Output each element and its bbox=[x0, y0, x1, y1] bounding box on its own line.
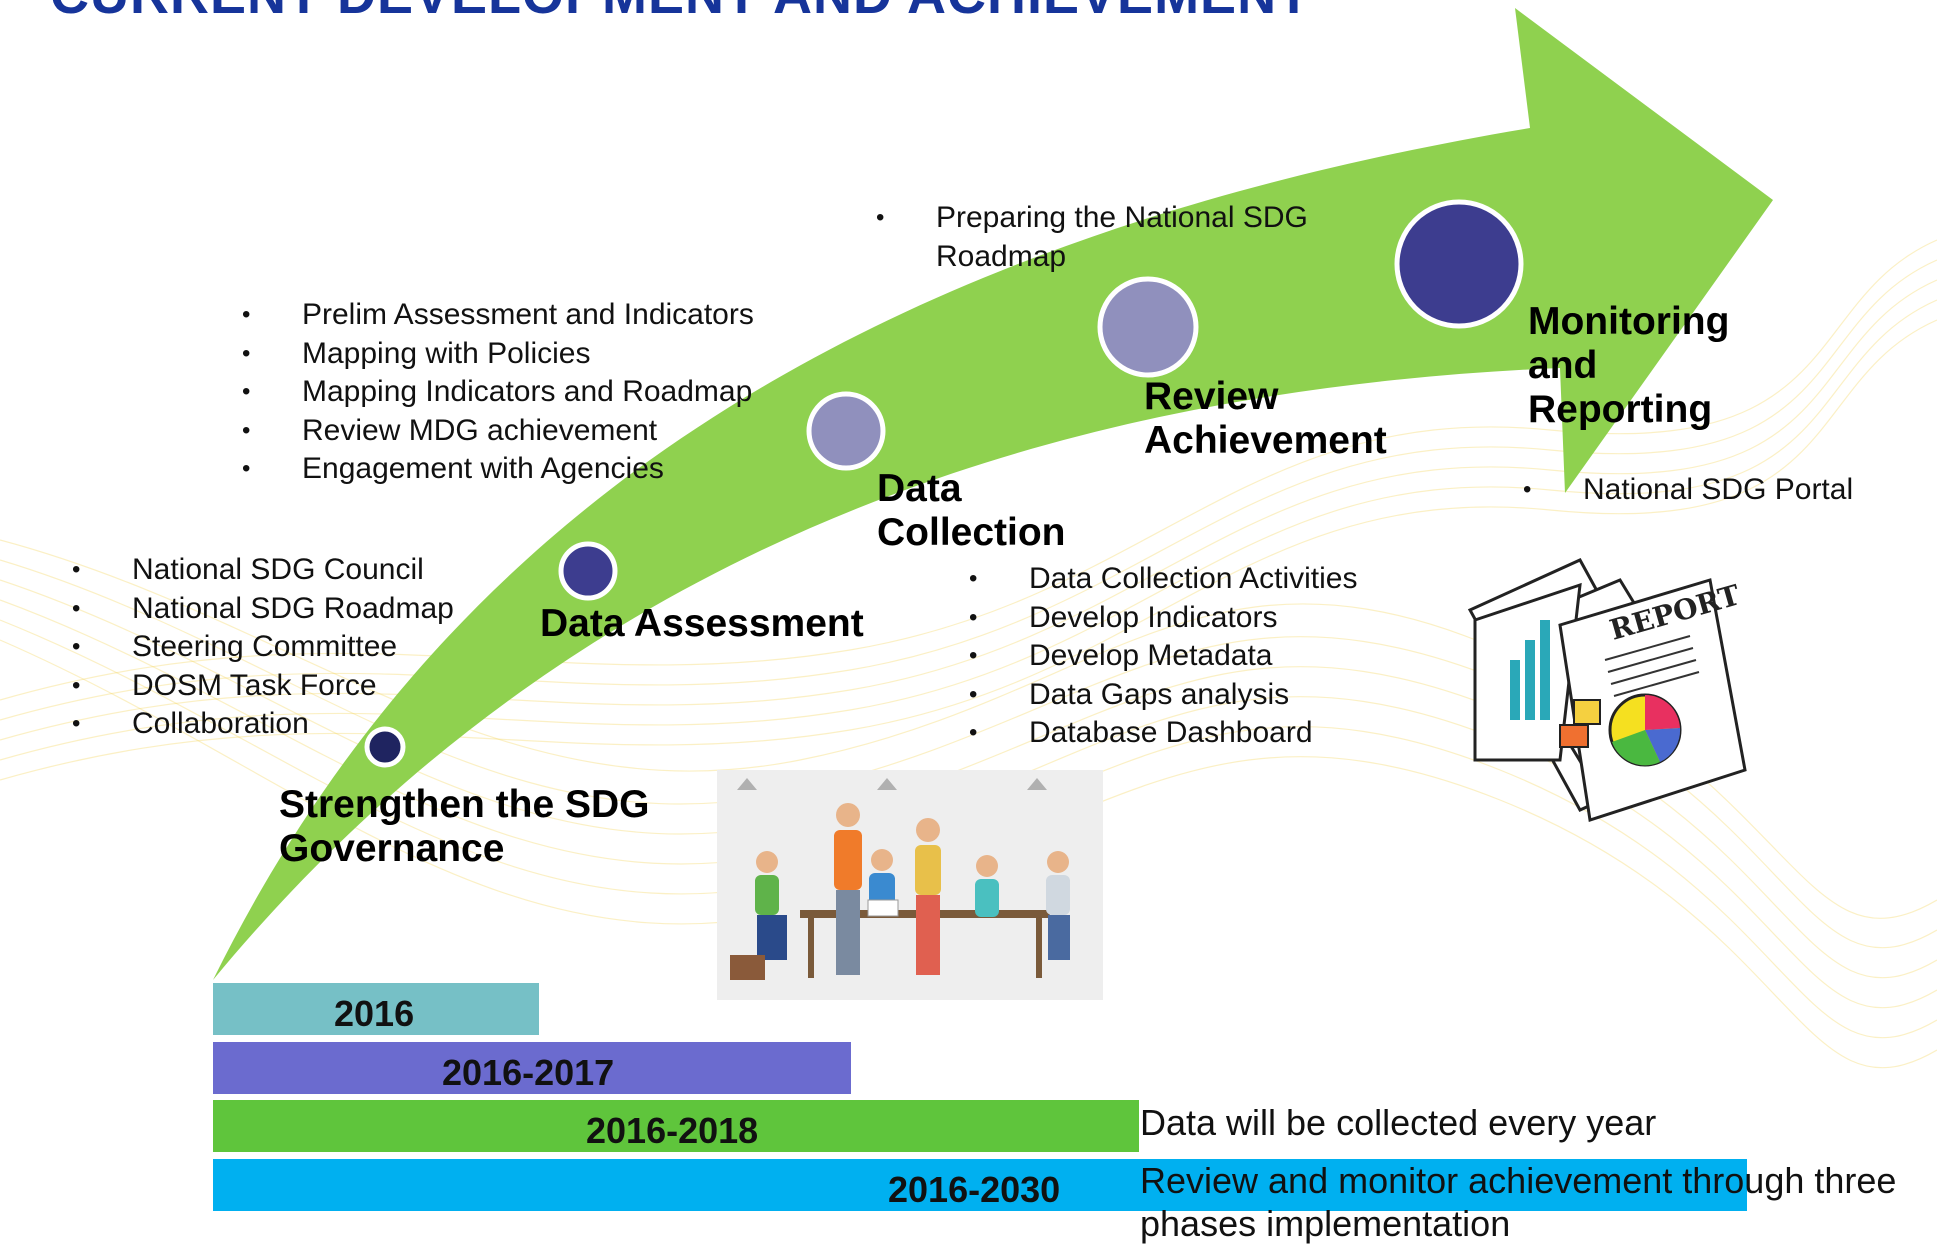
bullet-item: Database Dashboard bbox=[969, 714, 1357, 753]
bullet-item: Engagement with Agencies bbox=[242, 450, 754, 489]
report-illustration bbox=[1467, 558, 1747, 822]
stage-4-bullets: Preparing the National SDG Roadmap bbox=[876, 199, 1308, 276]
bullet-item: Prelim Assessment and Indicators bbox=[242, 296, 754, 335]
bullet-item: National SDG Council bbox=[72, 551, 454, 590]
report-lines bbox=[1604, 635, 1700, 697]
bullet-item: Mapping Indicators and Roadmap bbox=[242, 373, 754, 412]
stage-3-bullets: Data Collection Activities Develop Indic… bbox=[969, 560, 1357, 753]
timeline-bar-2016-2017: 2016-2017 bbox=[213, 1042, 851, 1094]
page-title: CURRENT DEVELOPMENT AND ACHIEVEMENT bbox=[50, 0, 1311, 26]
stage-marker-3 bbox=[806, 391, 886, 471]
bullet-item: National SDG Roadmap bbox=[72, 590, 454, 629]
stage-2-title: Data Assessment bbox=[540, 602, 864, 645]
bullet-item: Mapping with Policies bbox=[242, 335, 754, 374]
bullet-item: DOSM Task Force bbox=[72, 667, 454, 706]
bullet-item: National SDG Portal bbox=[1523, 471, 1853, 510]
stage-5-title: Monitoring and Reporting bbox=[1528, 300, 1730, 431]
progress-arrow bbox=[213, 8, 1773, 980]
stage-2-bullets: Prelim Assessment and Indicators Mapping… bbox=[242, 296, 754, 489]
bullet-item: Steering Committee bbox=[72, 628, 454, 667]
team-illustration bbox=[717, 770, 1103, 1000]
timeline-bar-2016-2018: 2016-2018 bbox=[213, 1100, 1139, 1152]
stage-marker-2 bbox=[558, 541, 618, 601]
bullet-item: Collaboration bbox=[72, 705, 454, 744]
stage-marker-5 bbox=[1394, 199, 1524, 329]
stage-4-title: Review Achievement bbox=[1144, 375, 1387, 462]
pie-chart-icon bbox=[1608, 693, 1682, 767]
bullet-item: Develop Indicators bbox=[969, 599, 1357, 638]
bullet-item: Preparing the National SDG Roadmap bbox=[876, 199, 1308, 276]
bullet-item: Develop Metadata bbox=[969, 637, 1357, 676]
stage-1-title: Strengthen the SDG Governance bbox=[279, 783, 650, 870]
timeline-note-2016-2018: Data will be collected every year bbox=[1140, 1102, 1657, 1143]
timeline-bar-2016-2030: 2016-2030 bbox=[213, 1159, 1747, 1211]
bullet-item: Data Gaps analysis bbox=[969, 676, 1357, 715]
timeline-note-2016-2030: Review and monitor achievement through t… bbox=[1140, 1160, 1897, 1244]
stage-marker-4 bbox=[1097, 276, 1199, 378]
timeline-bar-2016: 2016 bbox=[213, 983, 539, 1035]
bullet-item: Data Collection Activities bbox=[969, 560, 1357, 599]
stage-5-bullets: National SDG Portal bbox=[1523, 471, 1853, 510]
stage-3-title: Data Collection bbox=[877, 467, 1066, 554]
bullet-item: Review MDG achievement bbox=[242, 412, 754, 451]
stage-1-bullets: National SDG Council National SDG Roadma… bbox=[72, 551, 454, 744]
